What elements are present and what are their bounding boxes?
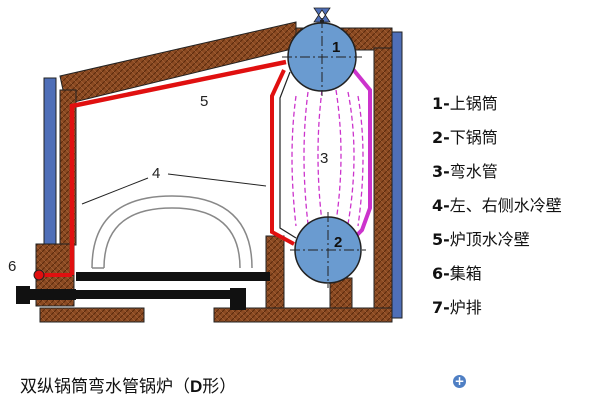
floor-brickwork-right [213,307,393,323]
lower-drum-label: 2 [334,234,342,251]
legend-item: 4-左、右侧水冷壁 [432,196,562,215]
legend-item: 2-下锅筒 [432,128,498,147]
upper-drum-label: 1 [332,39,340,56]
curved-tube-1 [291,95,297,227]
front-side-tube-outline [279,71,297,239]
legend: 1-上锅筒 2-下锅筒 3-弯水管 4-左、右侧水冷壁 5-炉顶水冷壁 6-集箱… [432,92,562,330]
legend-item: 7-炉排 [432,298,482,317]
furnace-arch-inner [103,207,241,269]
label-roof-water-wall: 5 [200,93,208,110]
furnace-arch-outer [91,195,253,269]
boiler-diagram: 1 2 5 4 3 6 [8,7,403,323]
left-steel-casing [43,77,57,247]
header-drum [33,269,45,281]
legend-item: 6-集箱 [432,264,482,283]
curved-tube-2 [303,91,309,225]
curved-tube-5 [347,91,355,225]
legend-item: 3-弯水管 [432,162,498,181]
curved-tube-3 [317,89,323,223]
front-side-water-wall-tube [270,69,295,246]
grate-shaft [20,289,76,300]
grate-handle [16,286,30,304]
curved-tube-4 [335,89,342,223]
label-side-water-wall: 4 [152,165,160,182]
grate-end-block [230,288,246,310]
leader-side-right [167,173,267,187]
label-bent-tubes: 3 [320,150,328,167]
rear-convection-tube [350,66,372,240]
grate-bar-lower [76,290,246,299]
label-header: 6 [8,258,16,275]
diagram-caption: 双纵锅筒弯水管锅炉（D形） [20,377,237,397]
legend-item: 1-上锅筒 [432,94,498,113]
grate-bar-upper [76,272,270,281]
roof-water-wall-tube [69,59,287,275]
plus-icon[interactable]: + [453,374,466,388]
curved-tube-6 [357,95,364,227]
right-wall-brickwork [373,47,393,319]
floor-brickwork-left [39,307,145,323]
legend-item: 5-炉顶水冷壁 [432,230,530,249]
leader-side-left [81,177,149,205]
roof-brickwork [59,21,297,105]
